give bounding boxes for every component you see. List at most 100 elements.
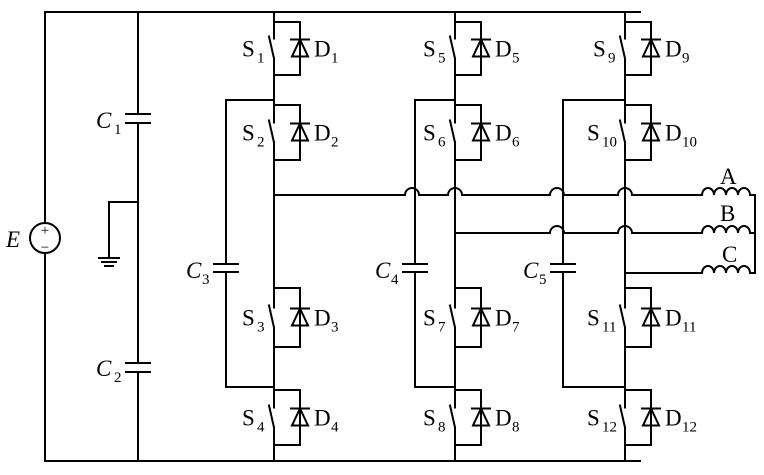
source-minus: − <box>41 240 49 256</box>
diode-sub-d8: 8 <box>512 420 520 436</box>
dc-rails <box>44 11 641 462</box>
switch-icon <box>618 35 627 60</box>
switch-sub-s10: 10 <box>602 135 617 151</box>
c1-sub: 1 <box>114 122 122 138</box>
diode-sub-d10: 10 <box>682 135 697 151</box>
diode-label-d7: D <box>495 306 512 331</box>
switch-sub-s1: 1 <box>257 51 265 67</box>
diode-icon <box>471 306 491 327</box>
diode-icon <box>471 121 491 142</box>
capacitor-label-c3: C <box>186 258 202 283</box>
inductor-c-icon <box>700 265 756 275</box>
switch-sub-s4: 4 <box>257 420 265 436</box>
diode-icon <box>641 37 661 58</box>
switch-icon <box>448 119 457 144</box>
inductor-a-icon <box>700 187 756 197</box>
diode-label-d5: D <box>495 37 512 62</box>
diode-icon <box>290 121 310 142</box>
diode-label-d2: D <box>314 121 331 146</box>
diode-icon <box>290 37 310 58</box>
switch-sub-s3: 3 <box>257 320 265 336</box>
diode-label-d11: D <box>665 306 682 331</box>
diode-label-d4: D <box>314 406 331 431</box>
diode-icon <box>641 406 661 427</box>
switch-icon <box>267 304 276 329</box>
switch-icon <box>618 304 627 329</box>
diode-sub-d11: 11 <box>682 320 696 336</box>
switch-sub-s11: 11 <box>602 320 616 336</box>
c1-label: C <box>96 108 112 133</box>
c2-sub: 2 <box>114 370 122 386</box>
diode-sub-d7: 7 <box>512 320 520 336</box>
diode-sub-d12: 12 <box>682 420 697 436</box>
switch-label-s7: S <box>423 306 436 331</box>
capacitor-label-c5: C <box>523 258 539 283</box>
diode-label-d10: D <box>665 121 682 146</box>
dc-source: + − E <box>5 11 61 462</box>
switch-sub-s8: 8 <box>438 420 446 436</box>
switch-icon <box>618 119 627 144</box>
switch-icon <box>618 404 627 429</box>
phase-a-label: A <box>720 164 737 189</box>
inductor-b-icon <box>700 225 756 235</box>
capacitor-sub-c4: 4 <box>391 272 399 288</box>
switch-icon <box>267 119 276 144</box>
diode-label-d8: D <box>495 406 512 431</box>
switch-label-s6: S <box>423 121 436 146</box>
dc-link: C 1 C 2 <box>96 11 151 462</box>
load-inductors: A B C <box>700 164 756 275</box>
diode-icon <box>290 306 310 327</box>
ground-icon <box>98 257 120 267</box>
switch-icon <box>448 404 457 429</box>
capacitor-sub-c3: 3 <box>202 272 210 288</box>
switch-label-s10: S <box>587 121 600 146</box>
switch-label-s11: S <box>587 306 600 331</box>
switch-label-s5: S <box>423 37 436 62</box>
diode-label-d3: D <box>314 306 331 331</box>
output-wiring <box>273 187 703 274</box>
switch-sub-s6: 6 <box>438 135 446 151</box>
diode-sub-d4: 4 <box>331 420 339 436</box>
switch-icon <box>267 404 276 429</box>
diode-sub-d3: 3 <box>331 320 339 336</box>
diode-icon <box>471 37 491 58</box>
diode-icon <box>290 406 310 427</box>
diode-label-d1: D <box>314 37 331 62</box>
diode-label-d6: D <box>495 121 512 146</box>
capacitor-label-c4: C <box>375 258 391 283</box>
switch-label-s4: S <box>242 406 255 431</box>
switch-icon <box>448 304 457 329</box>
switch-label-s3: S <box>242 306 255 331</box>
switch-label-s1: S <box>242 37 255 62</box>
switch-label-s8: S <box>423 406 436 431</box>
phase-c-label: C <box>722 242 737 267</box>
diode-sub-d9: 9 <box>682 51 690 67</box>
switch-label-s2: S <box>242 121 255 146</box>
diode-icon <box>641 121 661 142</box>
voltage-source-icon <box>29 222 61 254</box>
source-plus: + <box>41 223 49 239</box>
diode-sub-d6: 6 <box>512 135 520 151</box>
switch-icon <box>448 35 457 60</box>
capacitor-sub-c5: 5 <box>539 272 547 288</box>
switch-sub-s2: 2 <box>257 135 265 151</box>
c2-label: C <box>96 356 112 381</box>
switch-sub-s12: 12 <box>602 420 617 436</box>
